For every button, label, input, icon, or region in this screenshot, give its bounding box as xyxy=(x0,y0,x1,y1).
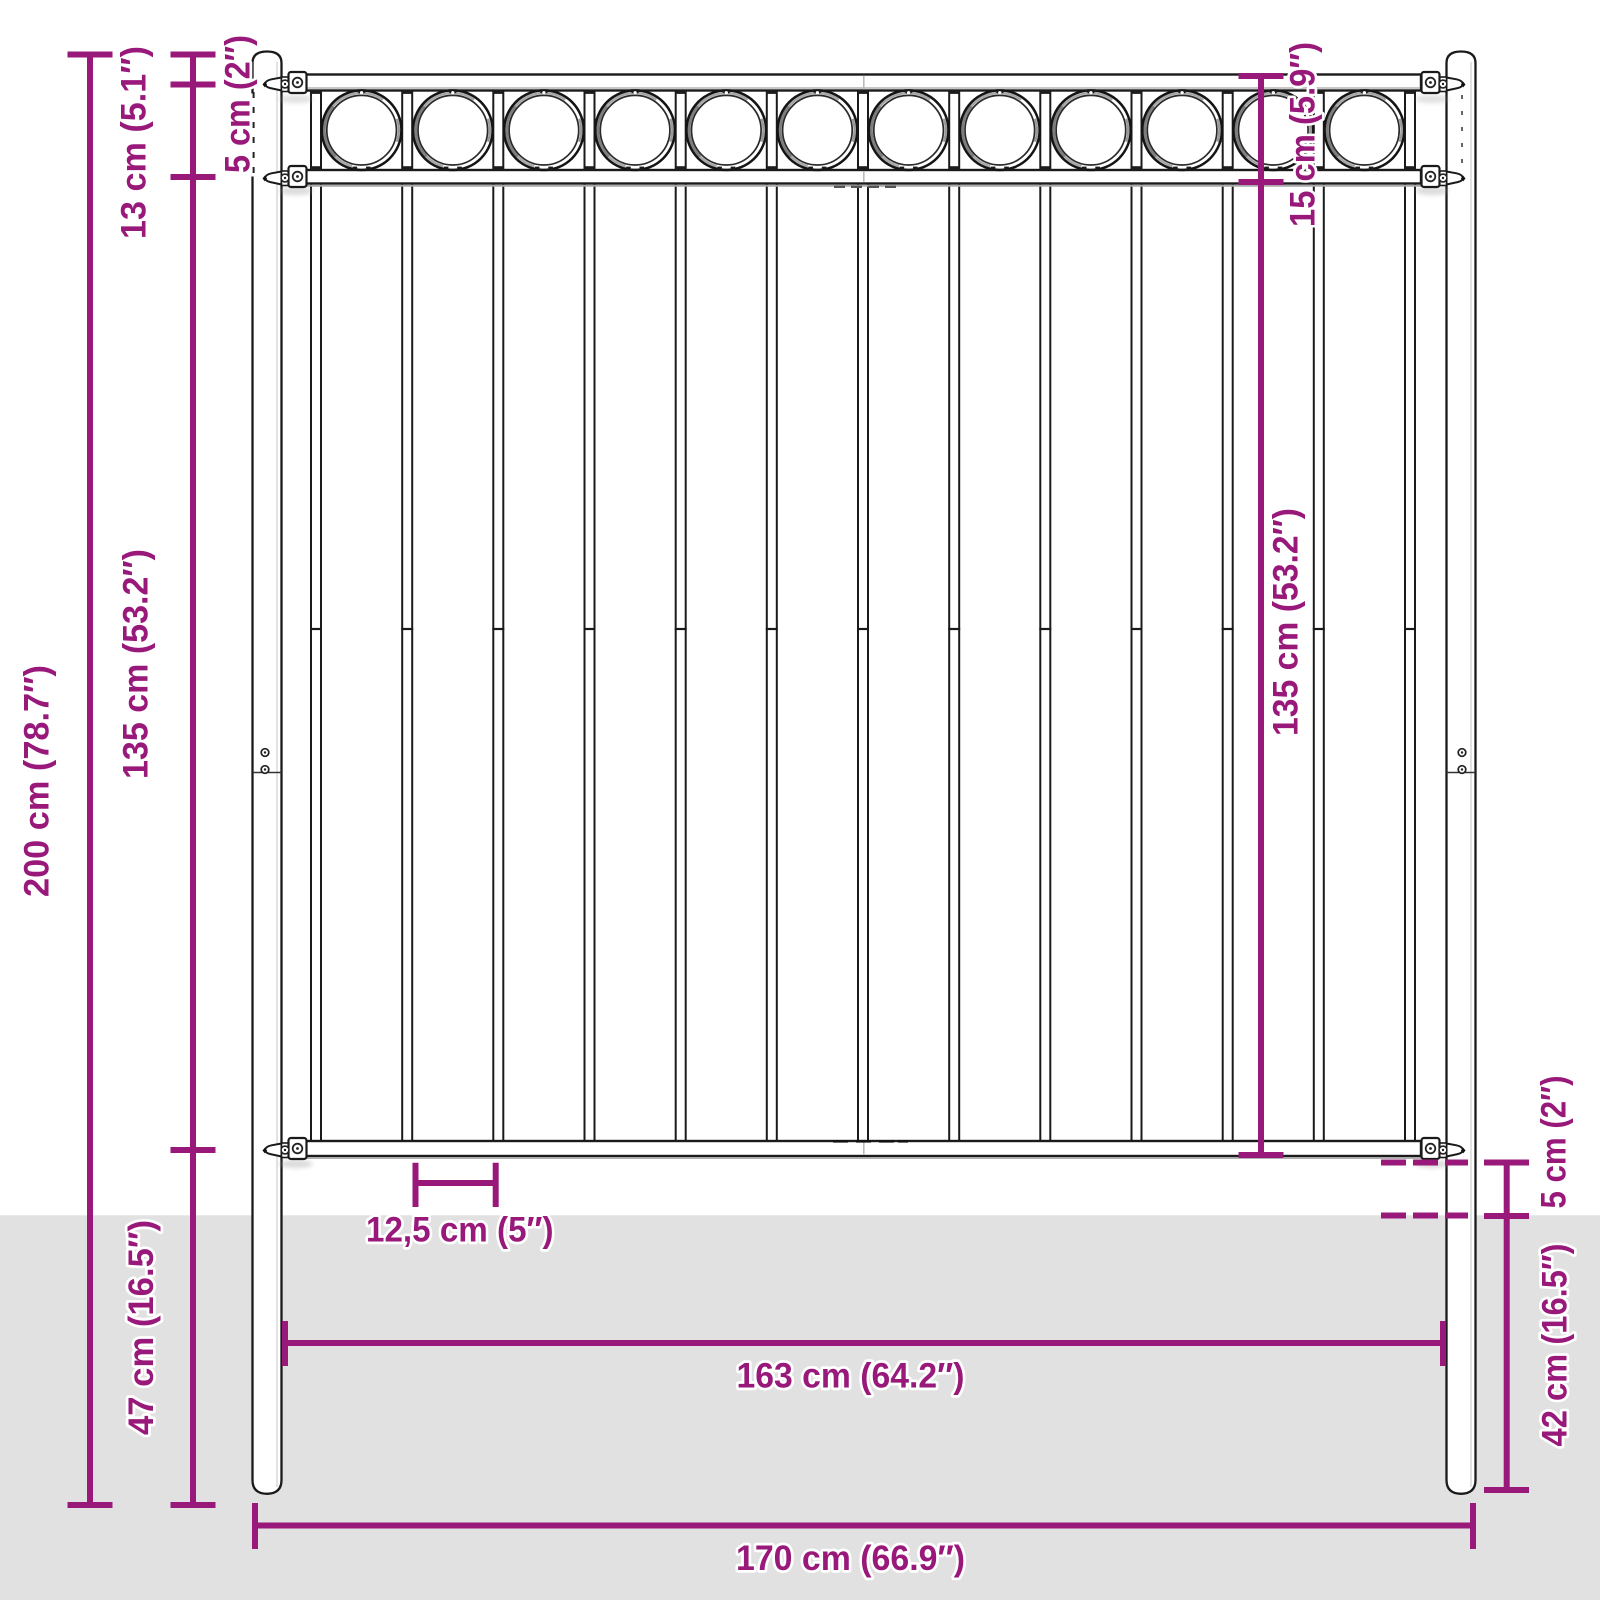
svg-text:15 cm (5.9″): 15 cm (5.9″) xyxy=(1284,42,1323,227)
svg-text:42 cm (16.5″): 42 cm (16.5″) xyxy=(1536,1244,1575,1447)
svg-text:200 cm (78.7″): 200 cm (78.7″) xyxy=(18,665,57,897)
svg-text:13 cm (5.1″): 13 cm (5.1″) xyxy=(115,46,154,239)
svg-text:135 cm (53.2″): 135 cm (53.2″) xyxy=(1267,508,1306,736)
svg-text:163 cm (64.2″): 163 cm (64.2″) xyxy=(737,1356,965,1395)
svg-text:12,5 cm (5″): 12,5 cm (5″) xyxy=(366,1211,554,1250)
svg-text:135 cm (53.2″): 135 cm (53.2″) xyxy=(117,549,156,779)
svg-text:170 cm (66.9″): 170 cm (66.9″) xyxy=(736,1539,965,1578)
svg-text:47 cm (16.5″): 47 cm (16.5″) xyxy=(122,1220,161,1435)
svg-text:5 cm (2″): 5 cm (2″) xyxy=(219,35,258,173)
svg-text:5 cm (2″): 5 cm (2″) xyxy=(1535,1076,1574,1209)
